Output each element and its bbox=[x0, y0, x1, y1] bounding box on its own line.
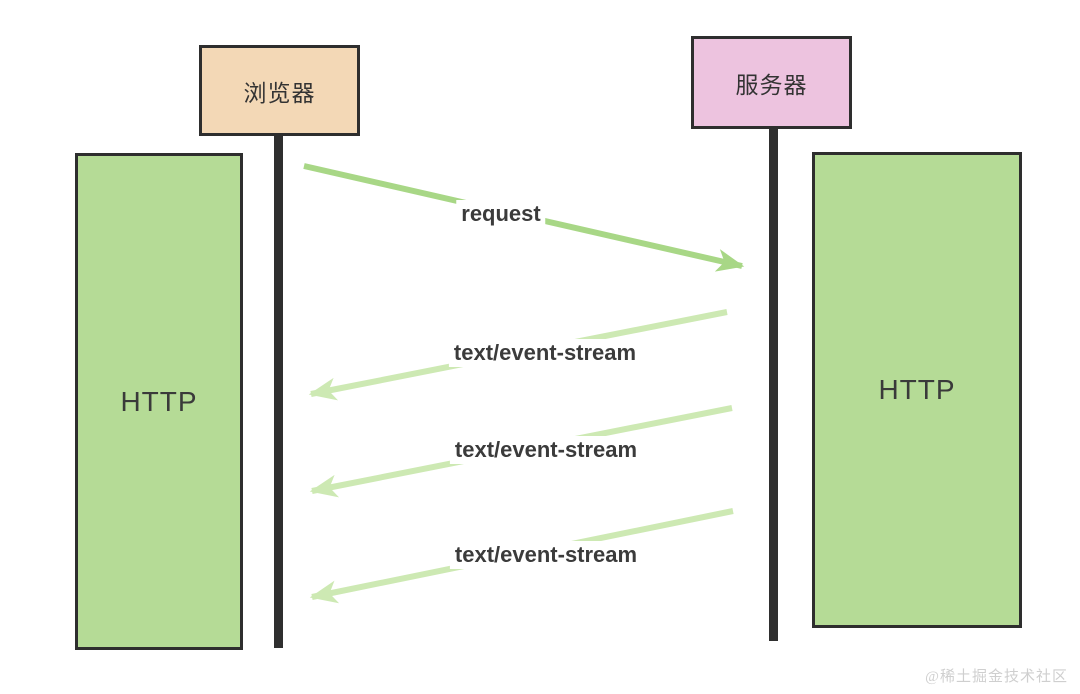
server-box: 服务器 bbox=[691, 36, 852, 129]
browser-box: 浏览器 bbox=[199, 45, 360, 136]
http-right-label: HTTP bbox=[878, 374, 956, 405]
event-stream-message-label-1: text/event-stream bbox=[448, 339, 642, 367]
server-lifeline bbox=[769, 128, 778, 641]
http-box-left: HTTP bbox=[75, 153, 243, 650]
browser-label: 浏览器 bbox=[243, 79, 316, 106]
event-stream-message-label-3: text/event-stream bbox=[449, 541, 643, 569]
watermark: @稀土掘金技术社区 bbox=[925, 669, 1068, 685]
server-label: 服务器 bbox=[735, 71, 808, 98]
http-left-label: HTTP bbox=[120, 385, 198, 417]
request-message-label: request bbox=[456, 200, 546, 228]
http-box-right: HTTP bbox=[812, 152, 1022, 628]
event-stream-message-label-2: text/event-stream bbox=[449, 436, 643, 464]
browser-lifeline bbox=[274, 134, 283, 648]
